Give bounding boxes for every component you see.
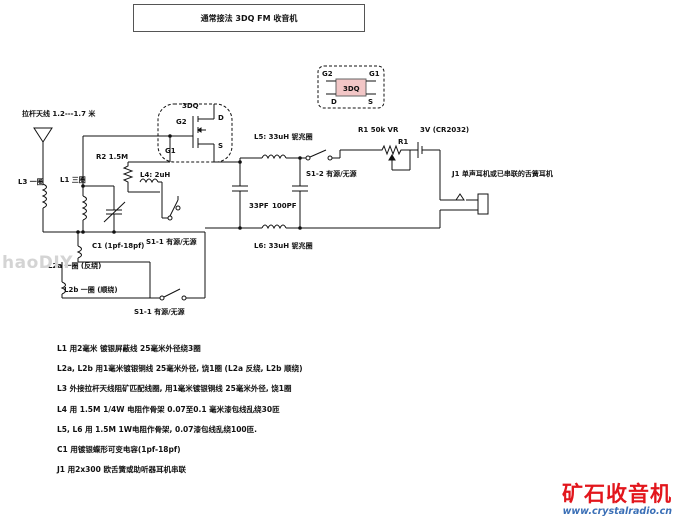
label-r2: R2 1.5M xyxy=(96,153,128,161)
label-l2a: L2a 一圈 (反绕) xyxy=(48,261,101,270)
l3-coil xyxy=(41,183,47,209)
pinout-part: 3DQ xyxy=(343,85,360,93)
label-r1-vr: R1 50k VR xyxy=(358,126,399,134)
brand-name: 矿石收音机 xyxy=(562,482,672,506)
l2a-coil xyxy=(76,245,82,259)
label-q-d: D xyxy=(218,114,224,122)
note-item: L3 外接拉杆天线阻矿匹配线圈, 用1毫米镀银铜线 25毫米外径, 饶1圈 xyxy=(57,384,292,394)
note-item: L2a, L2b 用1毫米镀银铜线 25毫米外径, 饶1圈 (L2a 反绕, L… xyxy=(57,364,303,374)
label-c100pf: 100PF xyxy=(272,202,297,210)
s1-1-upper-switch xyxy=(161,196,181,221)
label-l5: L5: 33uH 铌兆圈 xyxy=(254,132,313,141)
brand-logo: 矿石收音机 www.crystalradio.cn xyxy=(562,482,672,517)
r2-resistor xyxy=(122,162,134,186)
diagram-title: 通常接法 3DQ FM 收音机 xyxy=(133,4,365,32)
pinout-d: D xyxy=(331,98,337,106)
label-l2b: L2b 一圈 (顺绕) xyxy=(64,285,118,294)
label-l1: L1 三圈 xyxy=(60,175,86,184)
note-item: L1 用2毫米 镀银屏蔽线 25毫米外径绕3圈 xyxy=(57,344,201,353)
s1-1-lower-switch xyxy=(150,288,205,301)
pinout-box xyxy=(317,65,385,109)
label-r1: R1 xyxy=(398,138,408,146)
antenna-icon xyxy=(33,127,53,172)
l1-coil xyxy=(81,195,87,221)
label-s1-1-lower: S1-1 有源/无源 xyxy=(134,307,185,316)
label-q-s: S xyxy=(218,142,223,150)
pinout-chip xyxy=(335,78,367,97)
mosfet-3dq xyxy=(170,108,215,162)
label-s1-1-upper: S1-1 有源/无源 xyxy=(146,237,197,246)
l6-coil xyxy=(261,224,287,230)
l5-coil xyxy=(261,154,287,160)
s1-2-switch xyxy=(300,149,340,161)
r1-potentiometer xyxy=(378,144,405,156)
junction-dots xyxy=(76,134,302,234)
brand-url: www.crystalradio.cn xyxy=(562,506,672,517)
label-j1: J1 单声耳机或已串联的舌簧耳机 xyxy=(451,169,553,178)
label-q-name: 3DQ xyxy=(182,102,199,110)
l2b-coil xyxy=(60,281,66,295)
transistor-outline xyxy=(157,103,233,163)
pinout-s: S xyxy=(368,98,373,106)
label-battery: 3V (CR2032) xyxy=(420,126,469,134)
c-100pf-capacitor xyxy=(292,185,308,192)
j1-headphone-jack-icon xyxy=(439,193,489,228)
watermark: haoDIY xyxy=(2,253,73,273)
note-item: J1 用2x300 欧舌簧或助听器耳机串联 xyxy=(57,465,186,475)
label-l3: L3 一圈 xyxy=(18,177,44,186)
schematic: 拉杆天线 1.2---1.7 米 L3 一圈 L1 三圈 R2 1.5M L4:… xyxy=(18,65,553,316)
pinout-g1: G1 xyxy=(369,70,380,78)
c-33pf-capacitor xyxy=(232,185,248,192)
pinout-g2: G2 xyxy=(322,70,333,78)
label-l4: L4: 2uH xyxy=(140,171,170,179)
note-item: C1 用镀银蝶形可变电容(1pf-18pf) xyxy=(57,444,181,454)
l4-coil xyxy=(139,178,159,184)
label-s1-2: S1-2 有源/无源 xyxy=(306,169,357,178)
label-q-g1: G1 xyxy=(165,147,176,155)
notes-list: L1 用2毫米 镀银屏蔽线 25毫米外径绕3圈 L2a, L2b 用1毫米镀银铜… xyxy=(57,343,303,484)
label-l6: L6: 33uH 铌兆圈 xyxy=(254,241,313,250)
label-c33pf: 33PF xyxy=(249,202,269,210)
note-item: L4 用 1.5M 1/4W 电阻作骨架 0.07至0.1 毫米漆包线乱绕30匝 xyxy=(57,404,280,414)
label-c1: C1 (1pf-18pf) xyxy=(92,242,144,250)
battery-3v xyxy=(417,142,423,158)
note-item: L5, L6 用 1.5M 1W电阻作骨架, 0.07漆包线乱绕100匝. xyxy=(57,424,257,434)
label-antenna: 拉杆天线 1.2---1.7 米 xyxy=(22,109,96,118)
label-q-g2: G2 xyxy=(176,118,187,126)
